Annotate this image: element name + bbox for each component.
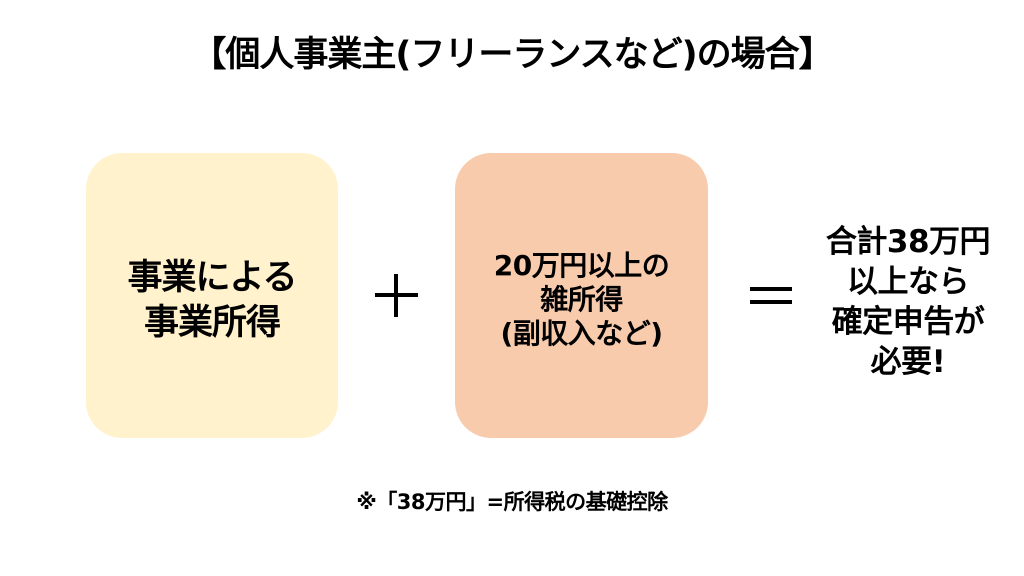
business-income-line-1: 事業による	[127, 257, 298, 298]
page-title: 【個人事業主(フリーランスなど)の場合】	[191, 35, 833, 75]
miscellaneous-income-line-1: 20万円以上の	[493, 248, 670, 282]
result-line-2: 以上なら	[847, 264, 970, 300]
miscellaneous-income-box: 20万円以上の 雑所得 (副収入など)	[455, 153, 708, 438]
result-text: 合計38万円 以上なら 確定申告が 必要!	[800, 222, 1016, 382]
result-line-3: 確定申告が	[831, 304, 985, 340]
plus-icon	[375, 274, 418, 317]
result-line-4: 必要!	[870, 344, 946, 380]
miscellaneous-income-text: 20万円以上の 雑所得 (副収入など)	[493, 248, 670, 351]
business-income-box: 事業による 事業所得	[86, 153, 338, 438]
miscellaneous-income-line-3: (副収入など)	[500, 316, 663, 350]
miscellaneous-income-line-2: 雑所得	[540, 282, 623, 316]
equals-icon	[750, 287, 792, 305]
result-line-1: 合計38万円	[825, 224, 991, 260]
business-income-line-2: 事業所得	[143, 302, 281, 343]
business-income-text: 事業による 事業所得	[127, 256, 298, 346]
footnote: ※「38万円」=所得税の基礎控除	[356, 490, 668, 514]
